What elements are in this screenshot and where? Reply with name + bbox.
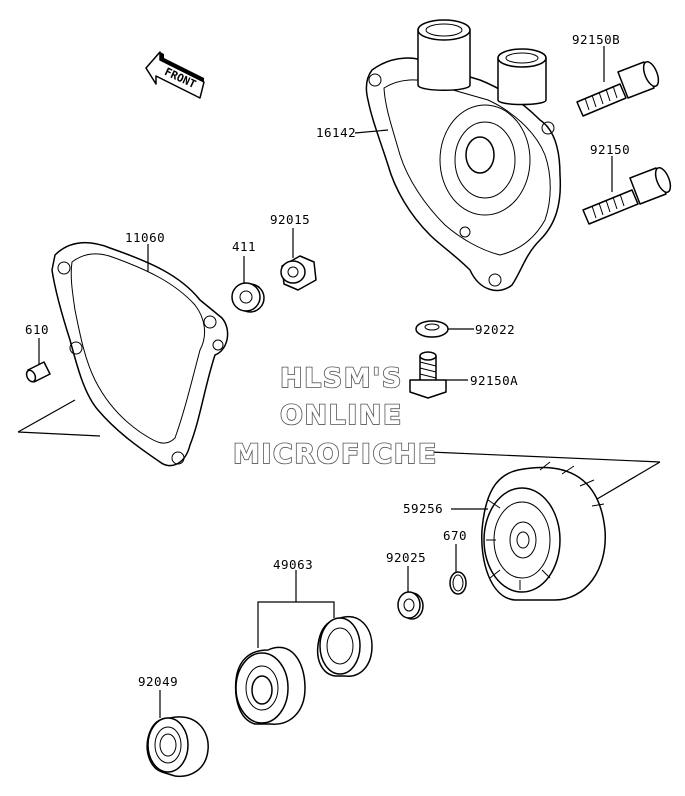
part-number-92150a: 92150A [470,373,518,388]
front-direction-arrow: FRONT [145,51,205,99]
bolt-92150-part [582,166,672,225]
part-number-59256: 59256 [403,501,443,516]
part-number-92049: 92049 [138,674,178,689]
part-number-16142: 16142 [316,125,356,140]
washer-411-part [231,282,265,313]
watermark: HLSM'S ONLINE MICROFICHE [232,362,438,471]
mechanical-seal-part [234,646,306,725]
water-pump-cover-part [365,19,562,292]
part-number-411: 411 [232,239,256,254]
part-number-49063: 49063 [273,557,313,572]
part-number-92025: 92025 [386,550,426,565]
bolt-92150a-part [409,351,447,399]
dowel-pin-part [25,361,51,383]
nut-92015-part [280,255,317,291]
part-number-610: 610 [25,322,49,337]
leader-16142 [354,129,389,134]
bolt-92150b-part [576,60,660,117]
watermark-line-3: MICROFICHE [233,439,438,470]
washer-92025-part [397,591,424,620]
part-number-92150b: 92150B [572,32,620,47]
leader-49063 [257,570,335,648]
watermark-line-2: ONLINE [280,400,403,431]
oil-seal-part [146,716,209,778]
part-number-11060: 11060 [125,230,165,245]
guide-line-left-upper [17,399,76,433]
part-number-92150: 92150 [590,142,630,157]
washer-92022-part [415,320,449,338]
impeller-part [481,461,606,601]
o-ring-part [449,571,467,595]
guide-line-right-upper [429,451,661,463]
watermark-line-1: HLSM'S [280,363,403,394]
part-number-92022: 92022 [475,322,515,337]
seal-ring-part [316,615,373,677]
gasket-part [51,241,229,467]
part-number-92015: 92015 [270,212,310,227]
guide-line-right-lower [591,461,661,503]
part-number-670: 670 [443,528,467,543]
guide-line-left-lower [17,431,101,437]
